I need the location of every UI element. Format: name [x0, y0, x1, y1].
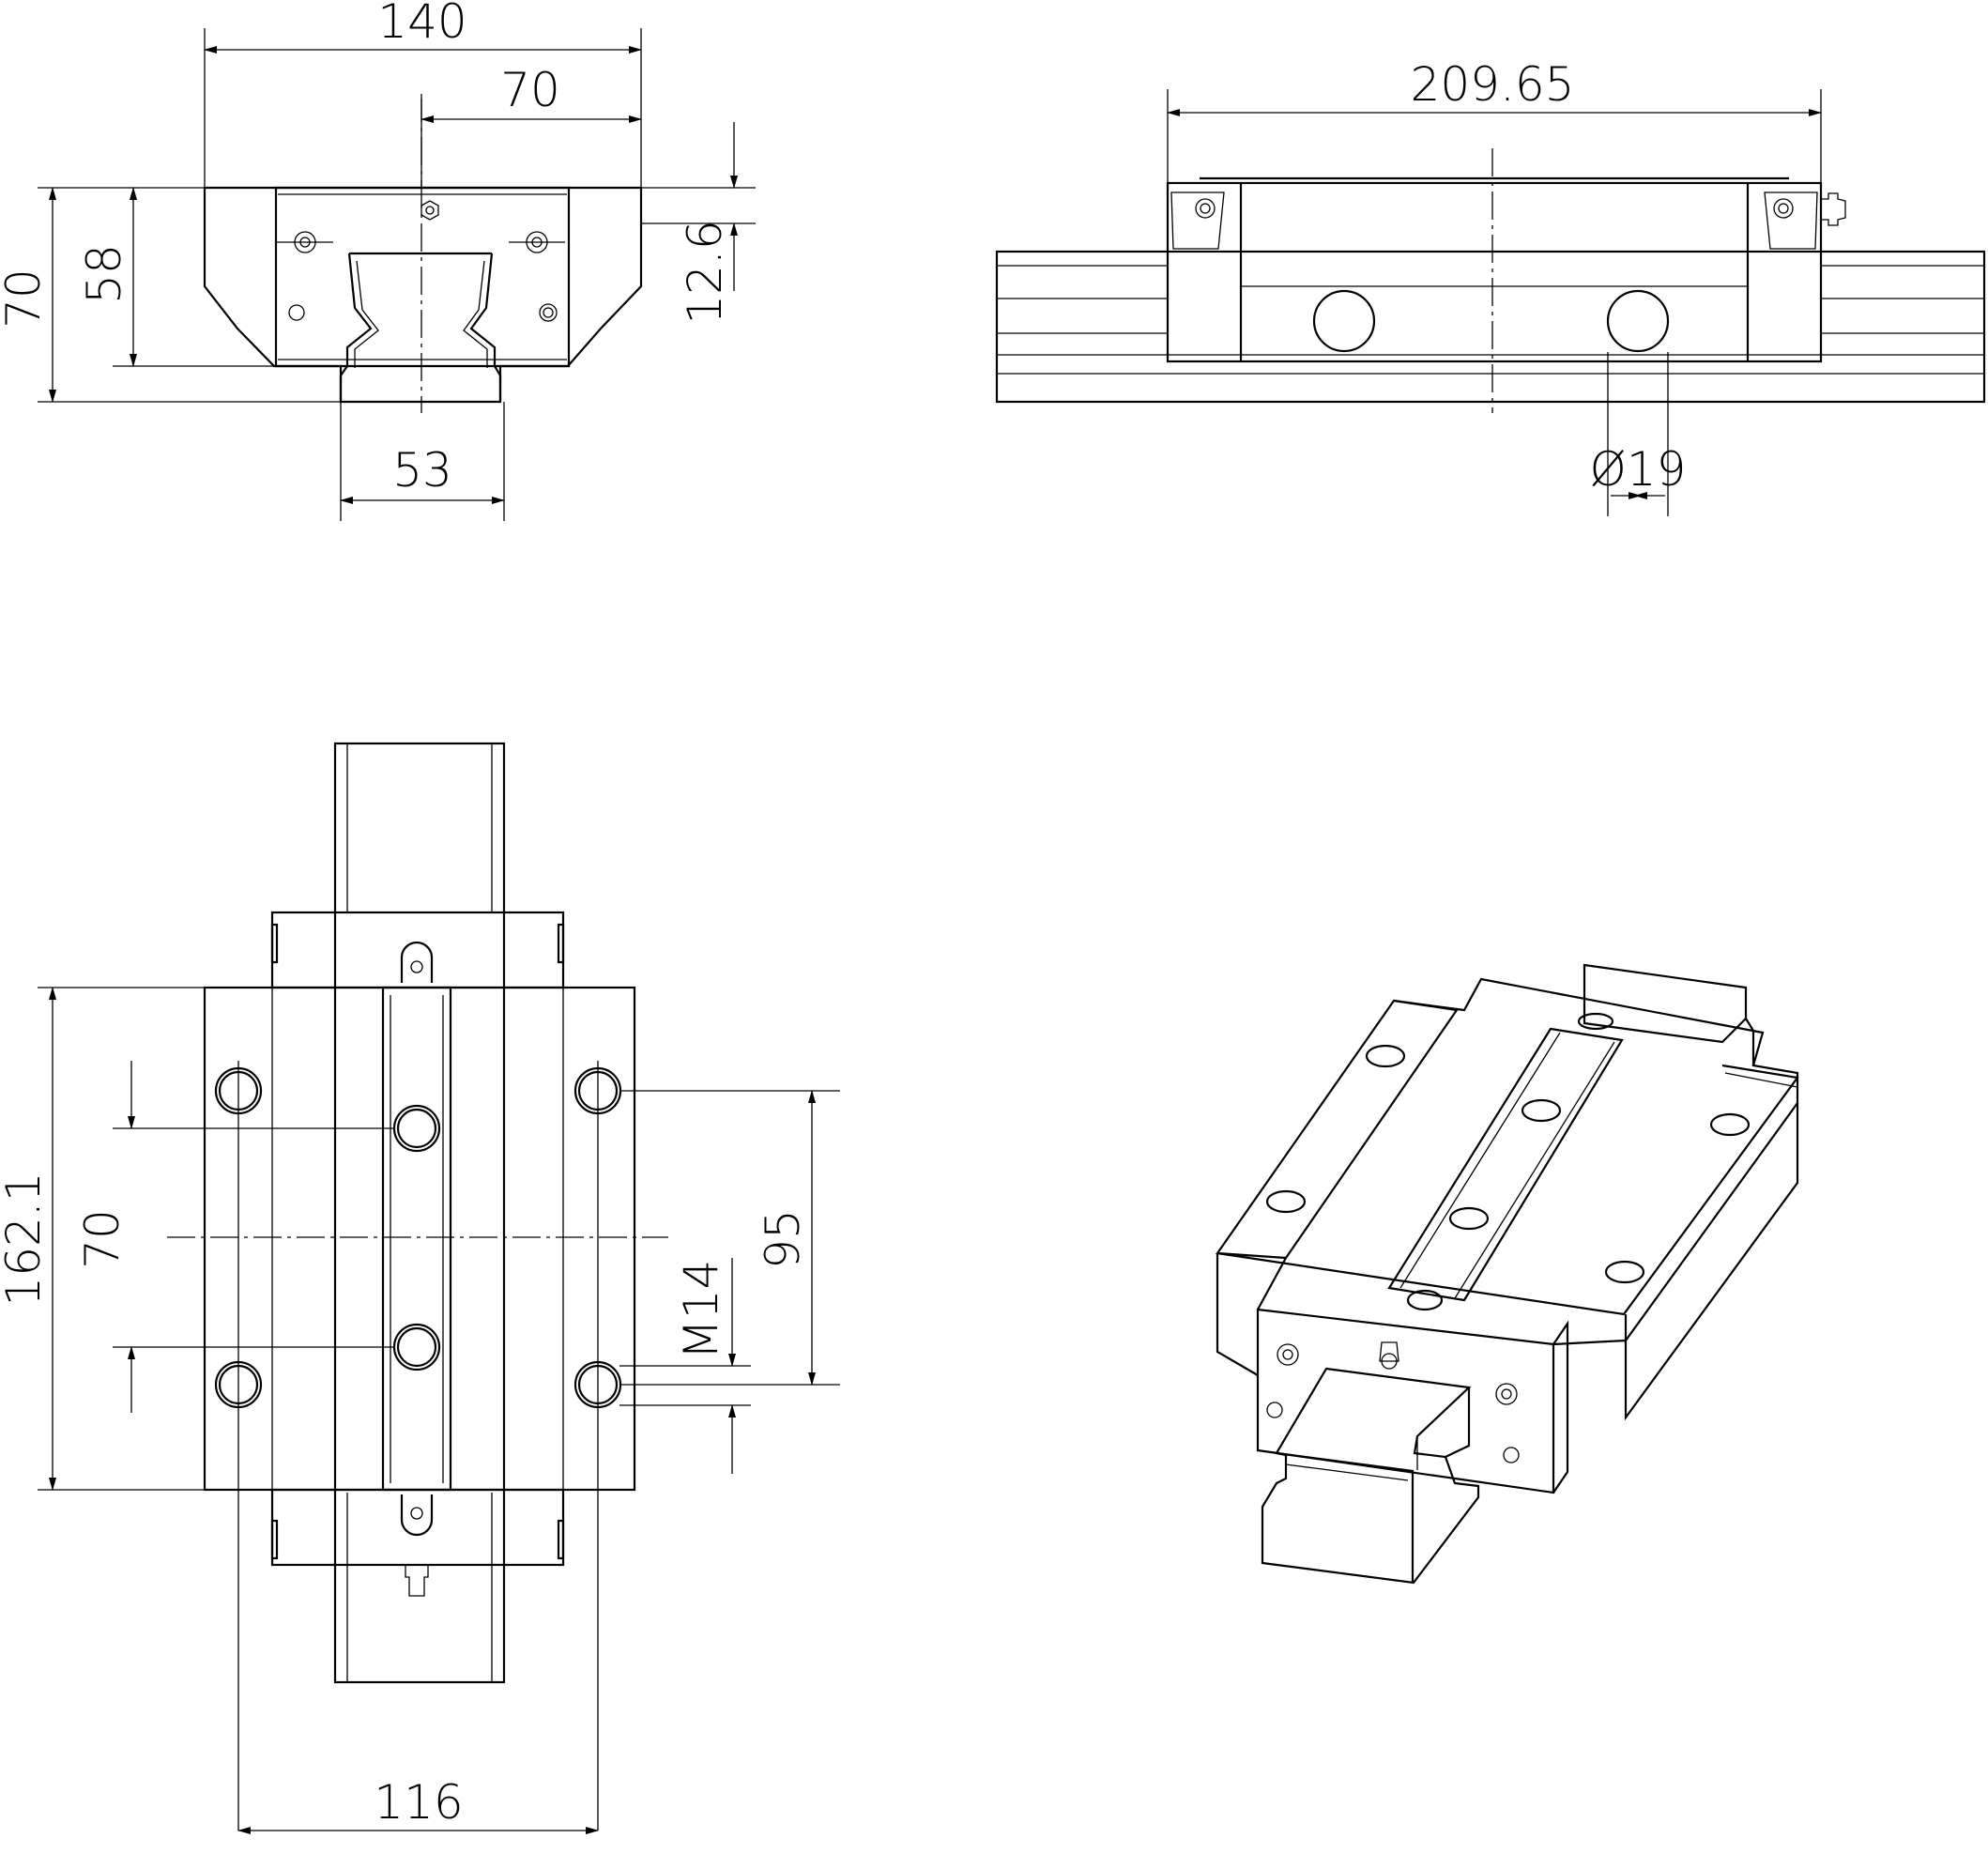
dim-block-height: 58 — [77, 244, 131, 304]
dim-hole-pitch-length: 70 — [75, 1209, 130, 1269]
dim-overall-height: 70 — [0, 268, 51, 329]
dim-hole-pitch-width: 116 — [374, 1775, 463, 1830]
side-view: 209.65 Ø19 — [995, 57, 1986, 516]
isometric-view — [1216, 963, 1799, 1585]
dim-half-width: 70 — [500, 63, 560, 117]
dim-overall-width: 140 — [377, 0, 466, 49]
front-view: 140 70 70 58 12.6 53 — [0, 0, 756, 521]
dim-bore-diameter: Ø19 — [1590, 442, 1687, 497]
dim-block-length: 209.65 — [1411, 57, 1575, 112]
dim-hole-pitch-outer: 95 — [756, 1209, 810, 1269]
dim-top-length: 162.1 — [0, 1172, 51, 1306]
dim-top-offset: 12.6 — [678, 220, 732, 324]
dim-rail-width: 53 — [392, 443, 452, 498]
top-view: 162.1 70 95 M14 116 — [0, 742, 840, 1834]
dim-thread: M14 — [674, 1260, 728, 1360]
